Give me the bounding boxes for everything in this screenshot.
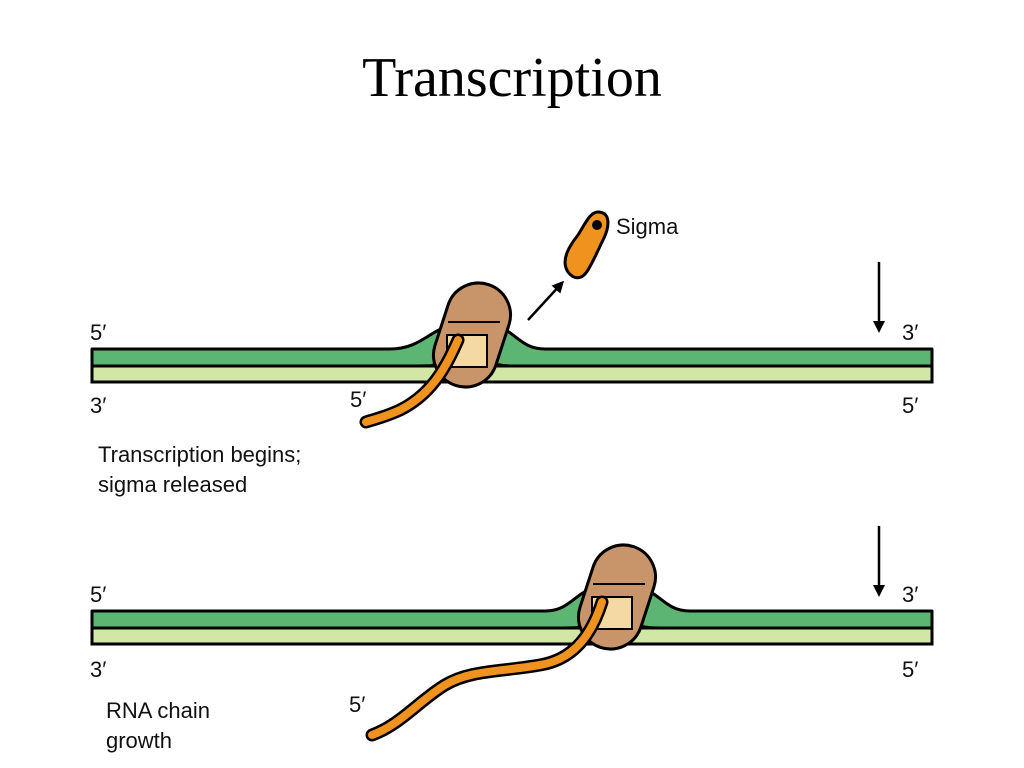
caption-line-1: Transcription begins; — [98, 442, 301, 467]
bottom-strand-right-end: 5′ — [902, 657, 918, 682]
coding-strand — [90, 364, 934, 384]
rna-chain-fill — [362, 336, 462, 426]
top-strand-right-end: 3′ — [902, 320, 918, 345]
caption-line-2: sigma released — [98, 472, 247, 497]
template-strand — [90, 324, 934, 368]
rna-five-prime-end: 5′ — [350, 387, 366, 412]
top-strand-right-end: 3′ — [902, 582, 918, 607]
coding-strand — [90, 626, 934, 646]
sigma-factor — [563, 210, 610, 280]
bottom-strand-left-end: 3′ — [90, 657, 106, 682]
caption-line-2: growth — [106, 728, 172, 753]
rna-five-prime-end: 5′ — [349, 692, 365, 717]
caption-line-1: RNA chain — [106, 698, 210, 723]
top-strand-left-end: 5′ — [90, 320, 106, 345]
rna-chain-fill — [368, 598, 606, 739]
arrow-up-right-icon — [527, 280, 565, 321]
panel-bottom: 5′ 3′ 3′ 5′ 5′ RNA chain growth — [90, 526, 934, 753]
slide-title: Transcription — [362, 47, 662, 109]
panel-top: Sigma 5′ 3′ 3′ 5′ 5′ Transcription begin… — [90, 210, 934, 497]
top-strand-left-end: 5′ — [90, 582, 106, 607]
bottom-strand-left-end: 3′ — [90, 393, 106, 418]
sigma-label: Sigma — [616, 214, 679, 239]
bottom-strand-right-end: 5′ — [902, 393, 918, 418]
template-strand — [90, 586, 934, 630]
